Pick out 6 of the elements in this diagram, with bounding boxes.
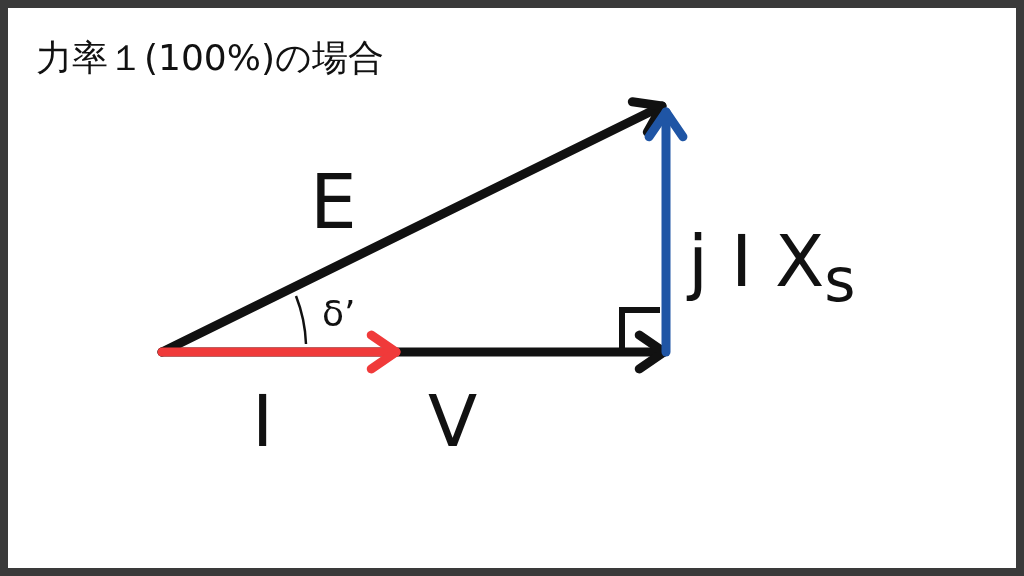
vector-label: I <box>252 385 274 457</box>
vector-label: E <box>310 165 357 239</box>
vector-label: j I X$_{s}$ <box>688 225 856 311</box>
diagram-title: 力率１(100%)の場合 <box>36 40 384 76</box>
vector-label: V <box>428 385 478 457</box>
angle-label: δ’ <box>322 296 356 332</box>
